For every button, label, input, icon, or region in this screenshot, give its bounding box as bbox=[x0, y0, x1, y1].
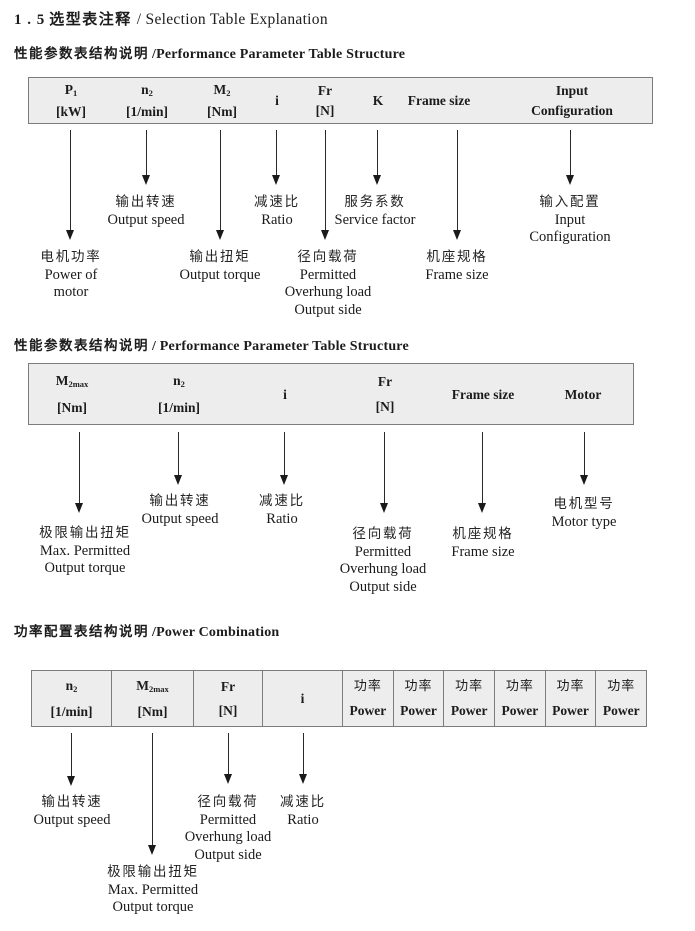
cell-fr: Fr [N] bbox=[194, 671, 263, 726]
title-en: / Selection Table Explanation bbox=[136, 11, 328, 28]
s1-callout-output-speed: 输出转速 Output speed bbox=[107, 194, 185, 228]
col-header-p1: P1 [kW] bbox=[56, 81, 86, 120]
s3-arrow-n2 bbox=[66, 733, 77, 786]
col-header-k: K bbox=[372, 93, 384, 108]
s2-arrow-m2max bbox=[74, 432, 85, 513]
s1-callout-input-configuration: 输入配置 Input Configuration bbox=[529, 194, 611, 245]
table-2: M2max [Nm] n2 [1/min] i Fr [N] Frame siz… bbox=[28, 363, 634, 425]
s3-callout-overhung-load: 径向载荷 Permitted Overhung load Output side bbox=[184, 794, 272, 863]
cell-power-1: 功率 Power bbox=[343, 671, 394, 726]
s2-arrow-frame-size bbox=[477, 432, 488, 513]
col-m2max-symbol: M bbox=[55, 372, 69, 388]
s2-arrow-n2 bbox=[173, 432, 184, 485]
s1-callout-frame-size: 机座规格 Frame size bbox=[425, 249, 489, 283]
cell-m2max: M2max [Nm] bbox=[112, 671, 194, 726]
col-fr-unit: [N] bbox=[315, 103, 335, 118]
s1-callout-output-torque: 输出扭矩 Output torque bbox=[179, 249, 261, 283]
s2-callout-output-speed: 输出转速 Output speed bbox=[141, 493, 219, 527]
cell-power-6: 功率 Power bbox=[602, 679, 640, 718]
col-fr-symbol: Fr bbox=[317, 83, 333, 98]
col-header-m2: M2 [Nm] bbox=[207, 81, 237, 120]
s1-arrow-p1 bbox=[65, 130, 76, 240]
cell-power-2: 功率 Power bbox=[394, 671, 445, 726]
table-1: P1 [kW] n2 [1/min] M2 [Nm] i Fr [N] K Fr… bbox=[28, 77, 653, 124]
section3-heading: 功率配置表结构说明/Power Combination bbox=[14, 620, 279, 641]
s2-arrow-fr bbox=[379, 432, 390, 513]
s1-callout-overhung-load: 径向载荷 Permitted Overhung load Output side bbox=[284, 249, 372, 318]
table-3: n2 [1/min] M2max [Nm] Fr [N] i 功率 Power … bbox=[31, 670, 647, 727]
s2-callout-max-output-torque: 极限输出扭矩 Max. Permitted Output torque bbox=[39, 525, 131, 576]
col-header-fr: Fr [N] bbox=[316, 78, 335, 123]
s3-arrow-i bbox=[298, 733, 309, 784]
cell-power-4: 功率 Power bbox=[495, 671, 546, 726]
s3-arrow-m2max bbox=[147, 733, 158, 855]
col-m2-symbol: M bbox=[213, 81, 227, 97]
col-n2-unit: [1/min] bbox=[126, 104, 168, 120]
s2-callout-motor-type: 电机型号 Motor type bbox=[551, 496, 617, 530]
s1-callout-power-of-motor: 电机功率 Power of motor bbox=[40, 249, 102, 300]
col-m2-unit: [Nm] bbox=[207, 104, 237, 120]
cell-power-3: 功率 Power bbox=[444, 671, 496, 726]
col-n2-symbol: n bbox=[141, 81, 149, 97]
col-header-frame-size: Frame size bbox=[407, 93, 471, 108]
col-header-i: i bbox=[283, 386, 287, 402]
s1-arrow-fr bbox=[320, 130, 331, 240]
col-header-fr: Fr [N] bbox=[375, 374, 395, 414]
section1-heading-zh: 性能参数表结构说明 bbox=[14, 46, 149, 62]
col-p1-symbol: P bbox=[64, 81, 73, 97]
s1-callout-ratio: 减速比 Ratio bbox=[254, 194, 300, 228]
title-number: 1 . 5 bbox=[14, 12, 46, 28]
col-m2max-unit: [Nm] bbox=[57, 400, 87, 416]
col-header-n2: n2 [1/min] bbox=[126, 81, 168, 120]
s1-arrow-i bbox=[271, 130, 282, 185]
s1-arrow-k bbox=[372, 130, 383, 185]
s2-callout-frame-size: 机座规格 Frame size bbox=[451, 526, 515, 560]
col-header-i: i bbox=[275, 93, 279, 108]
s3-callout-ratio: 减速比 Ratio bbox=[280, 794, 326, 828]
s3-arrow-fr bbox=[223, 733, 234, 784]
section1-heading: 性能参数表结构说明/Performance Parameter Table St… bbox=[14, 42, 405, 63]
s1-arrow-n2 bbox=[141, 130, 152, 185]
s2-callout-ratio: 减速比 Ratio bbox=[259, 493, 305, 527]
title-zh: 选型表注释 bbox=[49, 10, 132, 28]
s3-callout-output-speed: 输出转速 Output speed bbox=[33, 794, 111, 828]
col-header-motor: Motor bbox=[564, 386, 602, 402]
cell-i: i bbox=[263, 671, 343, 726]
col-p1-unit: [kW] bbox=[56, 104, 86, 120]
section3-heading-zh: 功率配置表结构说明 bbox=[14, 624, 149, 640]
cell-n2: n2 [1/min] bbox=[32, 671, 112, 726]
section3-heading-en: /Power Combination bbox=[152, 625, 280, 640]
cell-power-5: 功率 Power bbox=[546, 671, 597, 726]
section2-heading: 性能参数表结构说明/ Performance Parameter Table S… bbox=[14, 334, 409, 355]
s1-arrow-frame-size bbox=[452, 130, 463, 240]
s1-arrow-input-configuration bbox=[565, 130, 576, 185]
s2-callout-overhung-load: 径向载荷 Permitted Overhung load Output side bbox=[339, 526, 427, 595]
s1-callout-service-factor: 服务系数 Service factor bbox=[334, 194, 416, 228]
col-header-frame-size: Frame size bbox=[451, 386, 515, 402]
s2-arrow-motor bbox=[579, 432, 590, 485]
section1-heading-en: /Performance Parameter Table Structure bbox=[152, 47, 406, 62]
section2-heading-en: / Performance Parameter Table Structure bbox=[152, 339, 409, 354]
col-header-m2max: M2max [Nm] bbox=[55, 372, 89, 416]
s2-arrow-i bbox=[279, 432, 290, 485]
section2-heading-zh: 性能参数表结构说明 bbox=[14, 338, 149, 354]
col-header-input-configuration: Input Configuration bbox=[531, 83, 613, 118]
s3-callout-max-output-torque: 极限输出扭矩 Max. Permitted Output torque bbox=[107, 864, 199, 915]
s1-arrow-m2 bbox=[215, 130, 226, 240]
col-header-n2: n2 [1/min] bbox=[158, 372, 200, 416]
